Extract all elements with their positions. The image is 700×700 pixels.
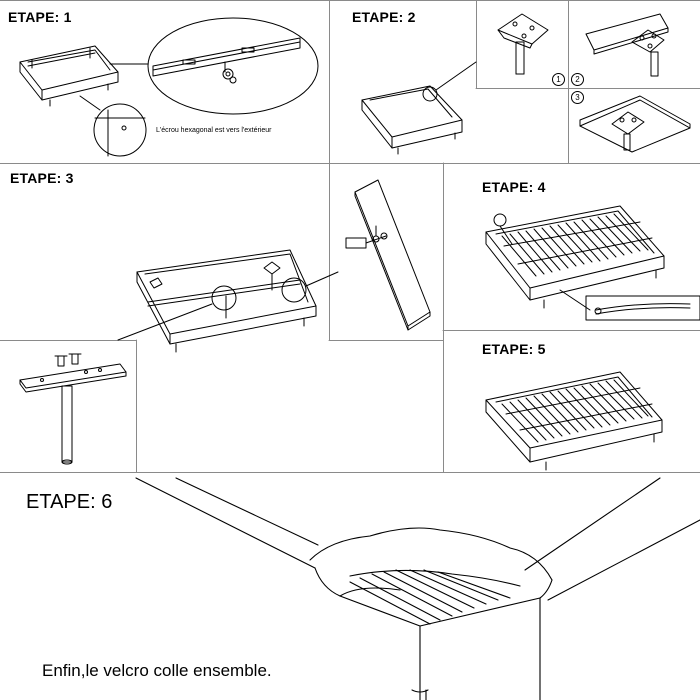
step6-cover-detail bbox=[136, 478, 700, 700]
step2-frame-drawing bbox=[362, 62, 476, 154]
step2-panel-bracket-3 bbox=[580, 96, 690, 152]
step1-title: ETAPE: 1 bbox=[8, 9, 72, 25]
step3-frame-drawing bbox=[118, 250, 338, 352]
step2-panel-bracket-2 bbox=[586, 14, 668, 76]
step1-note: L'écrou hexagonal est vers l'extérieur bbox=[156, 127, 272, 134]
step4-rail-detail bbox=[586, 296, 700, 320]
step2-title: ETAPE: 2 bbox=[352, 9, 416, 25]
step3-side-panel-detail bbox=[346, 180, 430, 330]
step1-corner-detail bbox=[80, 96, 146, 156]
step4-title: ETAPE: 4 bbox=[482, 179, 546, 195]
step4-slats bbox=[502, 214, 648, 276]
step6-slats bbox=[350, 570, 510, 624]
step3-title: ETAPE: 3 bbox=[10, 170, 74, 186]
step4-slatted-base bbox=[486, 206, 664, 310]
step5-slats bbox=[502, 380, 648, 442]
step2-leg-bracket-detail bbox=[498, 14, 548, 74]
step2-substep-3-badge: 3 bbox=[571, 91, 584, 104]
step6-caption: Enfin,le velcro colle ensemble. bbox=[42, 661, 272, 680]
step1-frame-drawing bbox=[20, 46, 118, 106]
step2-substep-1-badge: 1 bbox=[552, 73, 565, 86]
step2-substep-2-badge: 2 bbox=[571, 73, 584, 86]
panel-grid-lines bbox=[0, 0, 700, 473]
step6-title: ETAPE: 6 bbox=[26, 491, 113, 513]
step5-slatted-base bbox=[486, 372, 662, 470]
step1-zoom-bubble bbox=[110, 18, 318, 114]
step3-rail-leg-detail bbox=[20, 354, 126, 464]
step5-title: ETAPE: 5 bbox=[482, 341, 546, 357]
